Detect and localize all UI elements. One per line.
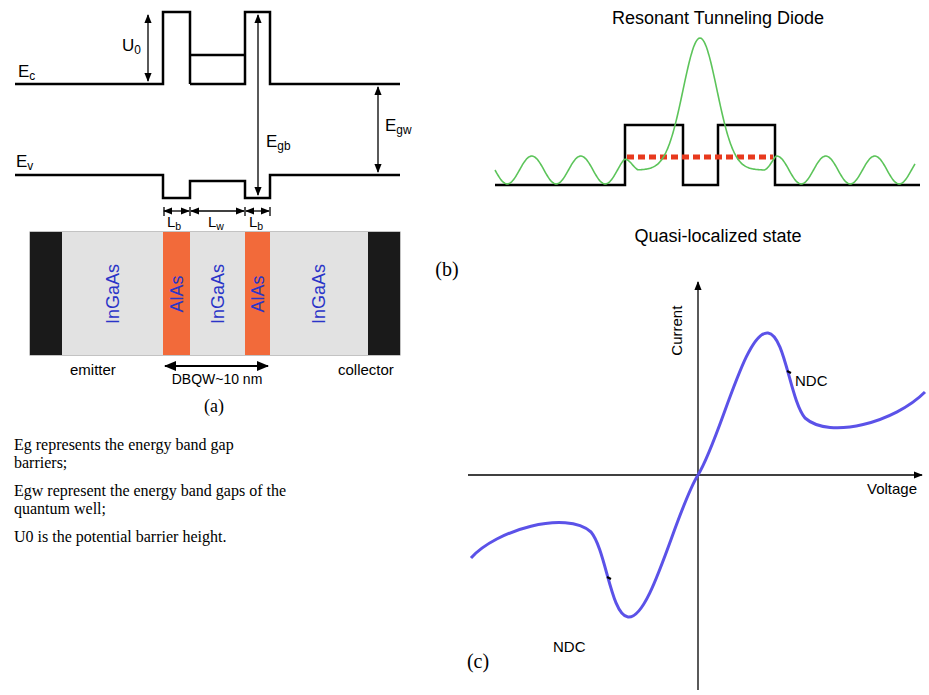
band-label: Ec bbox=[18, 62, 35, 84]
axes bbox=[468, 282, 922, 690]
valence-band bbox=[15, 175, 400, 198]
panel-title: Resonant Tunneling Diode bbox=[612, 8, 824, 29]
layer-name: AlAs bbox=[247, 275, 268, 312]
band-label: Ev bbox=[16, 152, 33, 174]
device-bar bbox=[30, 232, 400, 355]
axis-label: Voltage bbox=[867, 480, 917, 497]
dimension-arrows bbox=[148, 15, 378, 366]
width-label: Lb bbox=[249, 213, 263, 232]
voltage-axis bbox=[468, 474, 922, 475]
lb-arrow bbox=[246, 210, 269, 211]
terminal-name: collector bbox=[338, 361, 394, 378]
egb-arrow bbox=[257, 15, 258, 195]
dbqw-arrow bbox=[165, 365, 268, 367]
band-label: Egb bbox=[266, 132, 291, 154]
egw-arrow bbox=[377, 87, 378, 172]
lw-arrow bbox=[191, 210, 244, 211]
panel-letter: (c) bbox=[467, 650, 489, 673]
lb-arrow bbox=[164, 210, 189, 211]
region-label: NDC bbox=[795, 372, 828, 389]
iv-positive bbox=[698, 333, 925, 475]
wave-function bbox=[495, 38, 915, 184]
iv-negative bbox=[471, 475, 698, 617]
state-label: Quasi-localized state bbox=[634, 226, 801, 247]
curve-mark bbox=[787, 371, 791, 373]
band-diagram bbox=[15, 12, 400, 198]
collector-contact bbox=[368, 232, 400, 355]
note: U0 is the potential barrier height. bbox=[14, 528, 314, 546]
dimension-label: DBQW~10 nm bbox=[172, 371, 263, 387]
device-layer: InGaAs bbox=[190, 232, 245, 355]
device-layer: InGaAs bbox=[62, 232, 163, 355]
device-layer: InGaAs bbox=[270, 232, 368, 355]
width-label: Lb bbox=[167, 213, 181, 232]
panel-letter: (b) bbox=[435, 258, 458, 281]
quasi-level bbox=[627, 155, 773, 160]
region-label: NDC bbox=[553, 638, 586, 655]
conduction-band bbox=[15, 12, 400, 84]
band-label: Egw bbox=[385, 116, 412, 138]
width-label: Lw bbox=[208, 213, 224, 232]
axis-label: Current bbox=[668, 306, 685, 356]
terminal-name: emitter bbox=[70, 361, 116, 378]
note: Eg represents the energy band gap barrie… bbox=[14, 436, 289, 473]
device-layer: AlAs bbox=[163, 232, 190, 355]
current-axis bbox=[697, 282, 698, 690]
rtd-barriers bbox=[495, 125, 920, 185]
layer-name: AlAs bbox=[166, 275, 187, 312]
layer-name: InGaAs bbox=[309, 263, 330, 323]
curve-mark bbox=[607, 577, 611, 579]
tick bbox=[189, 207, 190, 216]
tick bbox=[269, 207, 270, 216]
band-label: U0 bbox=[122, 36, 141, 58]
u0-arrow bbox=[147, 15, 148, 81]
iv-curve bbox=[471, 333, 925, 617]
panel-letter: (a) bbox=[204, 396, 224, 417]
tick bbox=[244, 207, 245, 216]
layer-name: InGaAs bbox=[207, 263, 228, 323]
device-layer: AlAs bbox=[245, 232, 270, 355]
emitter-contact bbox=[30, 232, 62, 355]
layer-name: InGaAs bbox=[102, 263, 123, 323]
note: Egw represent the energy band gaps of th… bbox=[14, 482, 289, 519]
tick bbox=[163, 207, 164, 216]
